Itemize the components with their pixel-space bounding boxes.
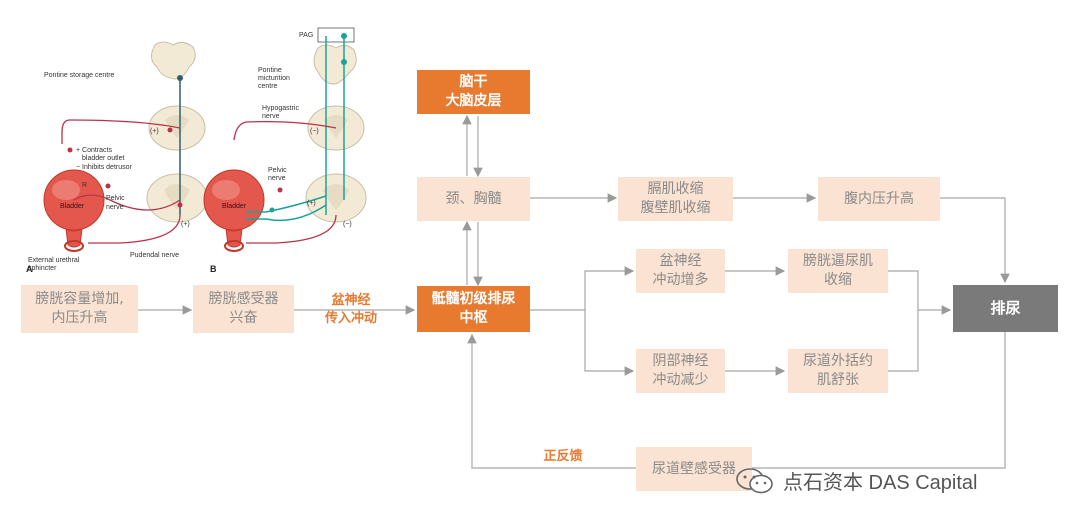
label-bladder-b: Bladder — [222, 203, 247, 210]
neural-anatomy-illustration: Pontine storage centre + Contracts bladd… — [26, 27, 367, 274]
sacral-micturition-center-node: 骶髓初级排尿 中枢 — [417, 286, 530, 332]
label-bladder-a: Bladder — [60, 203, 85, 210]
bladder-volume-node: 膀胱容量增加, 内压升高 — [21, 285, 138, 333]
label-external-2: sphincter — [28, 265, 57, 272]
label-bladder-outlet: bladder outlet — [82, 155, 124, 162]
label-pelvic-b1: Pelvic — [268, 167, 287, 174]
bladder-receptor-node: 膀胱感受器 兴奋 — [193, 285, 294, 333]
sphincter-relaxation-node: 尿道外括约 肌舒张 — [788, 349, 888, 393]
label-pontine-mict-1: Pontine — [258, 67, 282, 74]
label-contracts: + Contracts — [76, 147, 112, 154]
urethral-wall-receptor-node: 尿道壁感受器 — [636, 447, 752, 491]
panel-b-label: B — [210, 264, 217, 274]
label-pudendal: Pudendal nerve — [130, 252, 179, 259]
label-plus2: (+) — [181, 221, 190, 228]
label-pelvic-a1: Pelvic — [106, 195, 125, 202]
pudendal-nerve-decrease-node: 阴部神经 冲动减少 — [636, 349, 725, 393]
panel-a-label: A — [26, 264, 33, 274]
label-pag: PAG — [299, 32, 313, 39]
label-pelvic-b2: nerve — [268, 175, 286, 182]
urination-node: 排尿 — [953, 285, 1058, 332]
detrusor-contraction-node: 膀胱逼尿肌 收缩 — [788, 249, 888, 293]
label-hypogastric-2: nerve — [262, 113, 280, 120]
panel-a-figure: Pontine storage centre + Contracts bladd… — [26, 41, 208, 274]
label-pelvic-a2: nerve — [106, 204, 124, 211]
label-plus3: (+) — [307, 200, 316, 207]
watermark: 点石资本 DAS Capital — [735, 466, 978, 495]
positive-feedback-label: 正反馈 — [543, 449, 583, 464]
cervical-thoracic-cord-node: 颈、胸髓 — [417, 177, 530, 221]
label-plus1: (+) — [150, 128, 159, 135]
label-r-mark: R — [82, 182, 87, 189]
pelvic-afferent-label: 盆神经 传入冲动 — [324, 293, 377, 326]
pelvic-nerve-increase-node: 盆神经 冲动增多 — [636, 249, 725, 293]
label-pontine-mict-2: micturition — [258, 75, 290, 82]
diaphragm-abdominal-contraction-node: 膈肌收缩 腹壁肌收缩 — [618, 177, 733, 221]
label-minus2: (−) — [343, 221, 352, 228]
label-pontine-storage: Pontine storage centre — [44, 72, 115, 79]
label-hypogastric-1: Hypogastric — [262, 105, 299, 112]
label-minus1: (−) — [310, 128, 319, 135]
label-external-1: External urethral — [28, 257, 80, 264]
label-pontine-mict-3: centre — [258, 83, 278, 90]
label-inhibits: − Inhibits detrusor — [76, 164, 133, 171]
wechat-icon — [736, 467, 773, 493]
watermark-text: 点石资本 DAS Capital — [783, 472, 978, 494]
abdominal-pressure-node: 腹内压升高 — [818, 177, 940, 221]
brainstem-cortex-node: 脑干 大脑皮层 — [417, 70, 530, 114]
panel-b-figure: PAG Pontine micturition centre Hypogastr… — [203, 27, 367, 274]
